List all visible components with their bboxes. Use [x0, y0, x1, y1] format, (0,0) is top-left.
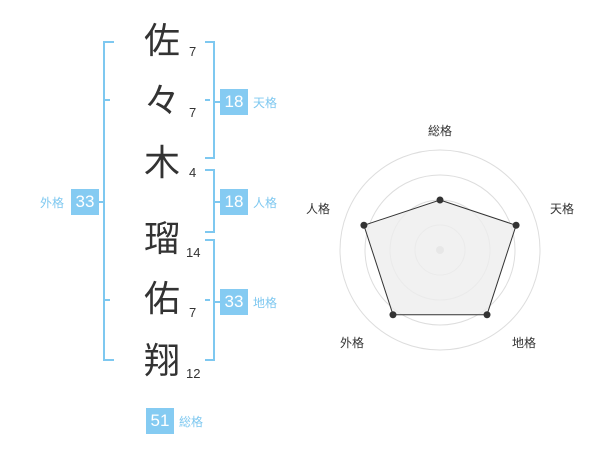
tenkaku-label: 天格	[253, 96, 278, 110]
tenkaku-bracket	[205, 41, 220, 159]
name-char-5: 佑	[143, 279, 180, 320]
chikaku-label: 地格	[253, 296, 278, 310]
radar-axis-label-soukaku: 総格	[428, 124, 453, 138]
stroke-count-3: 4	[189, 165, 197, 180]
stroke-count-1: 7	[189, 44, 197, 59]
radar-point-2	[512, 221, 520, 229]
chikaku-bracket	[205, 239, 220, 361]
chikaku-value-badge: 33	[220, 289, 248, 315]
radar-point-3	[483, 311, 491, 319]
name-char-2: 々	[143, 81, 180, 122]
radar-point-4	[389, 311, 397, 319]
jinkaku-bracket	[205, 169, 220, 233]
radar-axis-label-gaikaku: 外格	[340, 336, 365, 350]
radar-axis-label-tenkaku: 天格	[550, 202, 575, 216]
name-char-1: 佐	[143, 21, 180, 62]
name-char-4: 瑠	[143, 219, 180, 260]
stroke-count-6: 12	[186, 366, 201, 381]
soukaku-label: 総格	[179, 415, 204, 429]
name-char-6: 翔	[143, 341, 180, 382]
radar-point-5	[360, 221, 368, 229]
gaikaku-value-badge: 33	[71, 189, 99, 215]
radar-ring-4	[339, 149, 541, 351]
stroke-count-4: 14	[186, 245, 201, 260]
radar-ring-3	[364, 174, 516, 326]
soukaku-value-badge: 51	[146, 408, 174, 434]
gaikaku-label: 外格	[40, 196, 65, 210]
stroke-count-5: 7	[189, 305, 197, 320]
gaikaku-bracket	[99, 41, 114, 361]
name-char-3: 木	[143, 143, 180, 184]
stroke-count-2: 7	[189, 105, 197, 120]
radar-polygon	[363, 199, 517, 316]
radar-point-1	[436, 196, 444, 204]
tenkaku-value-badge: 18	[220, 89, 248, 115]
jinkaku-label: 人格	[253, 196, 278, 210]
radar-axis-label-jinkaku: 人格	[306, 202, 331, 216]
radar-axis-label-chikaku: 地格	[512, 336, 537, 350]
jinkaku-value-badge: 18	[220, 189, 248, 215]
